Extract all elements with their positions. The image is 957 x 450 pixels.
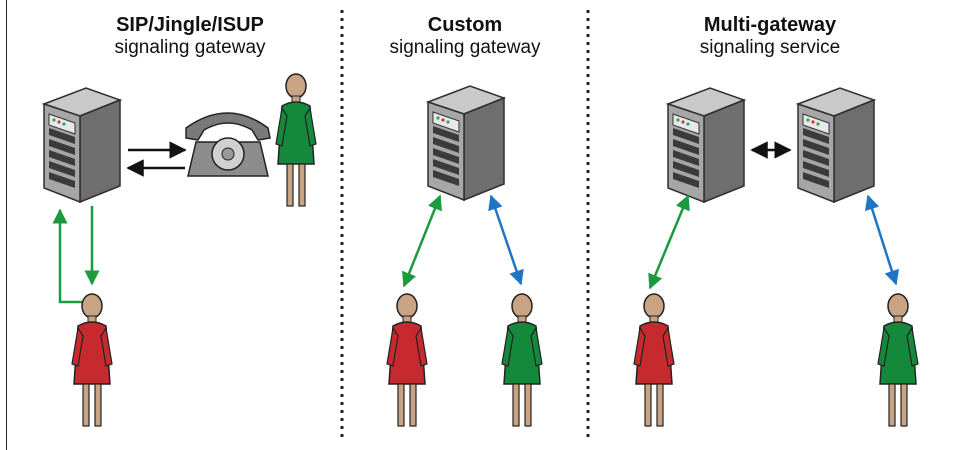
person-icon xyxy=(275,73,317,207)
server-icon xyxy=(43,87,121,203)
person-icon xyxy=(71,293,113,427)
panel-title-sip-gateway: SIP/Jingle/ISUP signaling gateway xyxy=(60,14,320,59)
double-arrow xyxy=(864,194,900,286)
panel-title-multi-gateway: Multi-gateway signaling service xyxy=(660,14,880,59)
server-icon xyxy=(797,87,875,203)
telephone-icon xyxy=(185,112,271,177)
panel-1-subtitle: signaling gateway xyxy=(114,37,266,58)
frame-left-border xyxy=(6,0,7,450)
double-arrow xyxy=(648,194,690,290)
person-icon xyxy=(501,293,543,427)
person-icon xyxy=(633,293,675,427)
panel-2-title: Custom xyxy=(427,14,503,36)
panel-title-custom-gateway: Custom signaling gateway xyxy=(365,14,565,59)
person-icon xyxy=(877,293,919,427)
server-icon xyxy=(427,85,505,201)
panel-3-subtitle: signaling service xyxy=(699,37,841,58)
panel-1-title: SIP/Jingle/ISUP xyxy=(116,14,264,36)
double-arrow xyxy=(52,208,82,304)
server-icon xyxy=(667,87,745,203)
double-arrow xyxy=(402,194,442,288)
double-arrow xyxy=(488,194,524,286)
panel-2-subtitle: signaling gateway xyxy=(389,37,541,58)
person-icon xyxy=(386,293,428,427)
panel-3-title: Multi-gateway xyxy=(703,14,837,36)
